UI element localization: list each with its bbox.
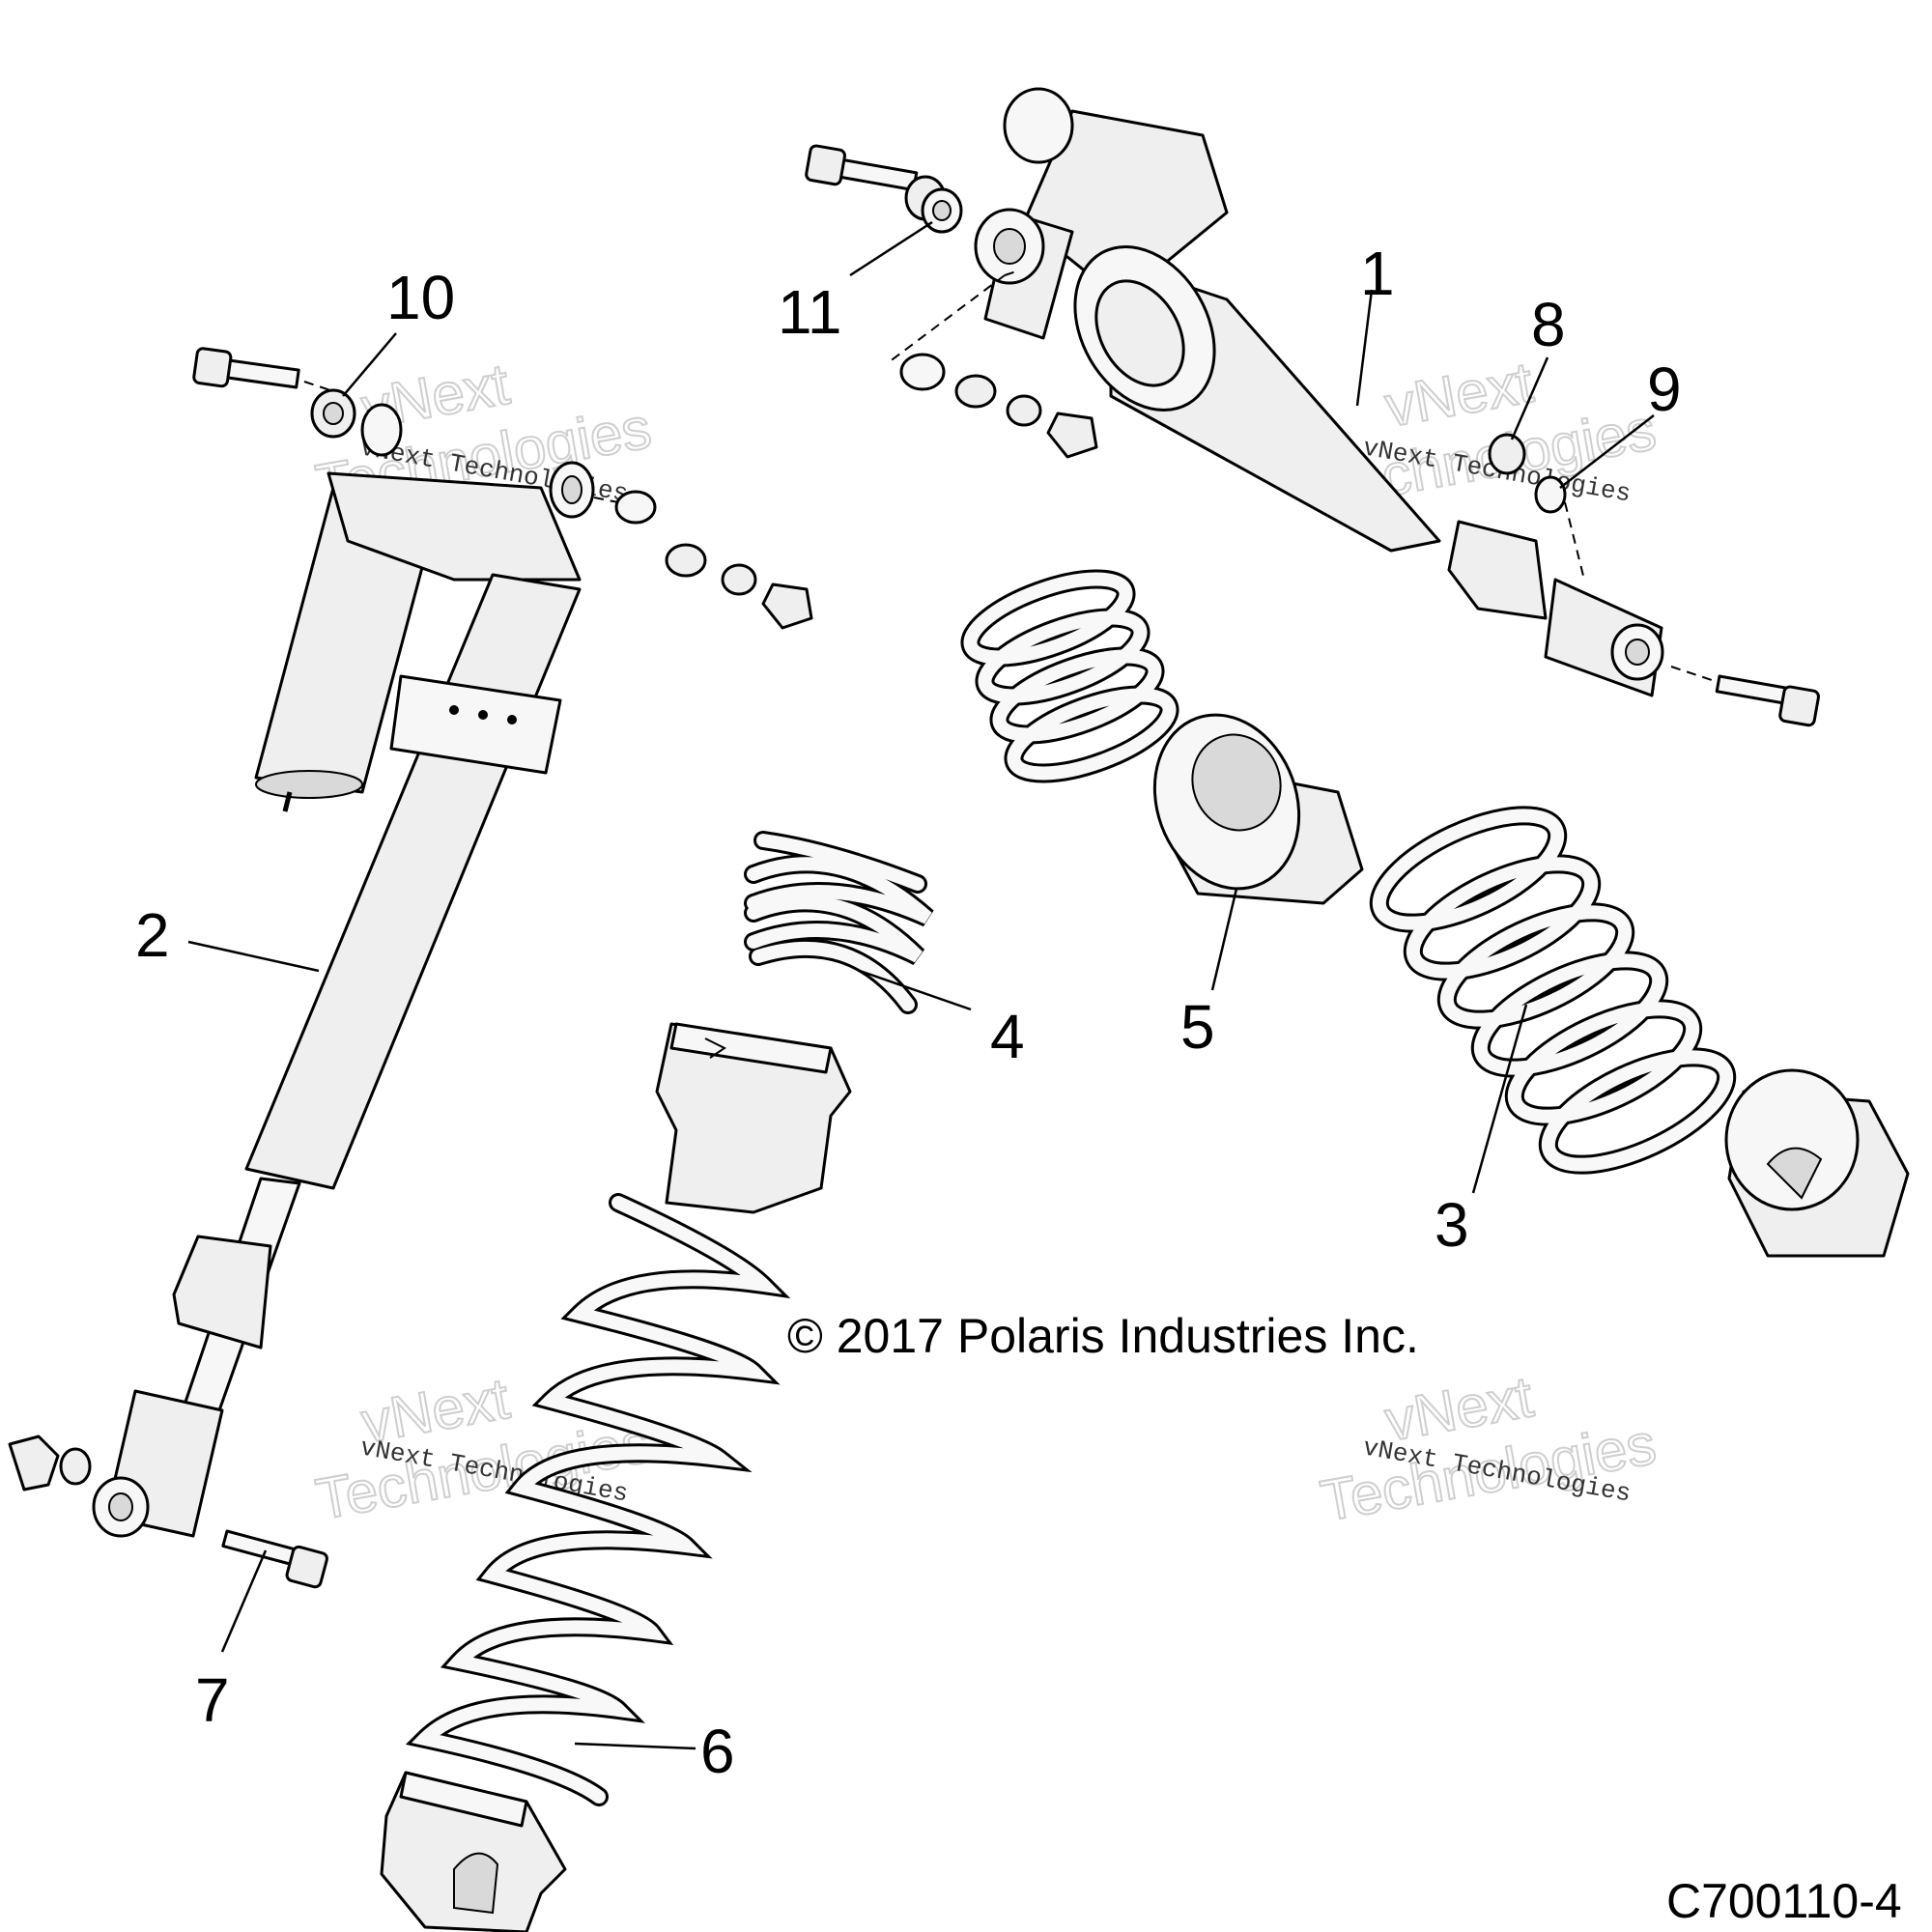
washer-left-right-2: [665, 543, 707, 578]
callout-1: 1: [1360, 239, 1395, 308]
spring-retainer-right: [1724, 1068, 1910, 1258]
leader-6: [574, 1742, 696, 1750]
leader-9: [1559, 414, 1655, 489]
spring-adapter-left: [655, 1022, 852, 1214]
leader-5: [1210, 888, 1238, 991]
callout-3: 3: [1435, 1190, 1469, 1260]
reservoir-right: [1022, 109, 1229, 301]
shock-absorber-left: [92, 461, 595, 1538]
washer-right-3: [1006, 394, 1042, 427]
top-bolt-right: [805, 144, 919, 192]
callout-5: 5: [1180, 992, 1215, 1062]
callout-10: 10: [386, 263, 455, 332]
washer-right-2: [954, 374, 997, 409]
spring-adapter-5: [1152, 713, 1364, 905]
leader-3: [1471, 1004, 1528, 1194]
top-bolt-left: [192, 347, 300, 389]
callout-7: 7: [195, 1665, 230, 1735]
callout-8: 8: [1531, 290, 1566, 359]
spring-upper-right: [960, 569, 1179, 783]
washer-left-bottom: [59, 1447, 92, 1486]
nut-left-top: [761, 582, 813, 630]
bump-stop-right: [1447, 520, 1548, 620]
leader-10: [342, 332, 397, 397]
spring-3: [1369, 806, 1737, 1175]
callout-4: 4: [990, 1002, 1025, 1071]
copyright-notice: © 2017 Polaris Industries Inc.: [787, 1309, 1419, 1363]
callout-6: 6: [700, 1717, 735, 1786]
nut-right-top: [1046, 412, 1098, 459]
washer-right-1: [899, 353, 946, 391]
leader-7: [220, 1549, 268, 1653]
spring-retainer-6: [380, 1771, 567, 1932]
figure-id: C700110-4: [1666, 1874, 1902, 1928]
callout-9: 9: [1647, 355, 1682, 424]
leader-4: [859, 969, 972, 1011]
leader-1: [1355, 289, 1374, 407]
washer-9: [1534, 475, 1567, 514]
washer-8: [1488, 433, 1526, 475]
nut-left-bottom: [8, 1435, 60, 1492]
bump-stop-left: [172, 1235, 272, 1350]
washer-left-right-1: [614, 490, 657, 525]
leader-8: [1510, 356, 1549, 440]
leader-2: [187, 940, 320, 973]
bolt-right-bottom: [1715, 674, 1821, 727]
leader-11: [849, 220, 933, 277]
shock-absorber-right: [974, 87, 1664, 697]
spring-main-left: [405, 1193, 791, 1806]
washer-left-top: [360, 403, 403, 457]
callout-11: 11: [778, 277, 841, 347]
callout-2: 2: [135, 900, 170, 970]
bolt-7: [221, 1529, 328, 1589]
watermark-bottom-right: vNext Technologies: [1315, 1363, 1662, 1535]
shock-collar-left: [389, 674, 562, 775]
spring-4: [744, 831, 934, 1014]
washer-left-right-3: [721, 563, 757, 596]
